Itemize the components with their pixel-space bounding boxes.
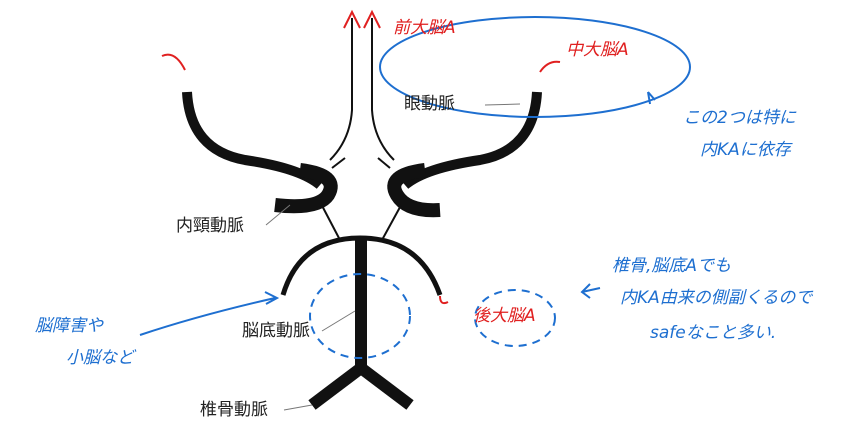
vertebral-right	[357, 363, 414, 410]
ophthalmic-pointer-right	[377, 157, 391, 169]
annotation-middle-cerebral: 中大脳A	[566, 40, 629, 60]
ica-territory-circle	[379, 16, 691, 118]
note-left-line2: 小脳など	[66, 348, 134, 368]
left-carotid-siphon	[274, 163, 338, 214]
note-ica-line1: この2つは特に	[683, 108, 796, 128]
aca-arrow-right	[363, 9, 381, 29]
ophthalmic-leader	[484, 103, 521, 106]
carotid-leader	[265, 204, 291, 226]
left-mca-arrow	[161, 53, 186, 71]
anterior-cerebral-artery-left	[329, 18, 353, 161]
cerebellum-dashed-circle	[309, 273, 411, 359]
label-vertebral-artery: 椎骨動脈	[200, 400, 268, 420]
note-pca-line1: 椎骨,脳底Aでも	[612, 256, 732, 276]
label-ophthalmic-artery: 眼動脈	[404, 94, 455, 114]
right-posterior-communicating	[381, 197, 406, 241]
left-note-arrow	[139, 291, 280, 336]
pca-dashed-circle	[474, 289, 556, 347]
note-pca-line3: safeなこと多い.	[650, 323, 777, 343]
vertebral-leader	[283, 404, 313, 411]
annotation-posterior-cerebral: 後大脳A	[473, 306, 536, 326]
note-left-line1: 脳障害や	[35, 316, 103, 336]
ica-note-arrow	[647, 91, 656, 105]
basilar-leader	[321, 310, 356, 332]
note-pca-line2: 内KA由来の側副くるので	[620, 288, 813, 308]
right-carotid-siphon	[387, 163, 441, 218]
label-internal-carotid-artery: 内頸動脈	[176, 216, 244, 236]
right-mca-arrow	[539, 60, 561, 73]
note-ica-line2: 内KAに依存	[700, 140, 791, 160]
aca-arrow-left	[343, 9, 361, 29]
ophthalmic-pointer-left	[331, 157, 346, 169]
vertebral-left	[308, 363, 365, 410]
anterior-cerebral-artery-right	[371, 18, 395, 161]
pca-note-arrow	[580, 283, 601, 299]
left-posterior-communicating	[317, 197, 341, 241]
label-basilar-artery: 脳底動脈	[242, 321, 310, 341]
pca-arrow-right	[439, 295, 449, 305]
posterior-cerebral-arch	[280, 235, 443, 296]
annotation-anterior-cerebral: 前大脳A	[393, 18, 456, 38]
